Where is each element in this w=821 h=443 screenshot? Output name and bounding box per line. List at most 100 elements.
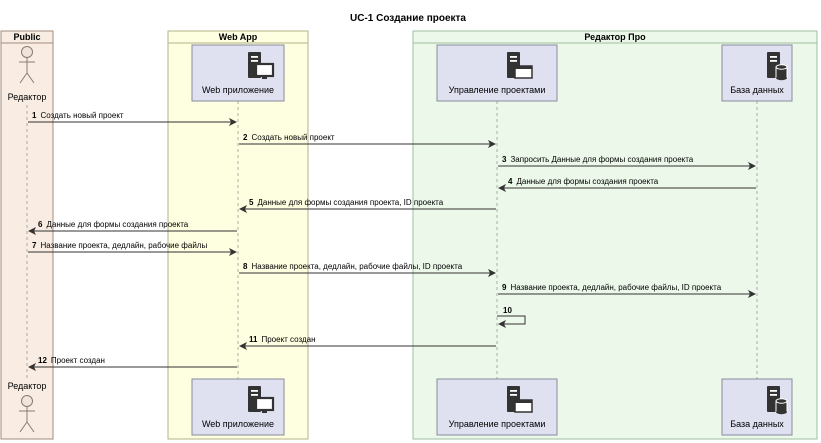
server-slot bbox=[770, 390, 777, 392]
server-monitor-icon bbox=[248, 52, 275, 79]
message-label: Проект создан bbox=[51, 356, 105, 365]
message-label: Данные для формы создания проекта bbox=[46, 220, 188, 229]
lane-editor-title: Редактор Про bbox=[584, 32, 646, 42]
server-slot bbox=[510, 56, 517, 58]
server-slot bbox=[510, 394, 517, 396]
message-number: 5 bbox=[249, 198, 254, 207]
db-top bbox=[775, 398, 788, 404]
actor-label: Редактор bbox=[8, 381, 47, 391]
participant-pm-bottom: Управление проектами bbox=[436, 378, 558, 436]
message-number: 4 bbox=[508, 177, 513, 186]
server-window-icon bbox=[507, 386, 533, 413]
participant-db-bottom: База данных bbox=[721, 378, 793, 436]
message-label: Проект создан bbox=[261, 335, 315, 344]
message-number: 2 bbox=[243, 133, 248, 142]
message-number: 11 bbox=[249, 335, 258, 344]
message-12: 12 Проект создан bbox=[28, 356, 237, 371]
message-label: Название проекта, дедлайн, рабочие файлы… bbox=[251, 262, 462, 271]
server-slot bbox=[251, 56, 258, 58]
monitor-screen bbox=[254, 62, 275, 78]
server-monitor-icon bbox=[248, 386, 275, 413]
server-slot bbox=[770, 56, 777, 58]
actor-head bbox=[21, 395, 33, 407]
message-text: 12 Проект создан bbox=[38, 356, 105, 365]
diagram-title: UC-1 Создание проекта bbox=[350, 13, 466, 24]
lane-public-title: Public bbox=[13, 32, 40, 42]
actor-leg bbox=[26, 421, 35, 433]
window-titlebar bbox=[515, 66, 532, 69]
participant-actor-bottom: Редактор bbox=[8, 381, 47, 433]
message-label: Данные для формы создания проекта, ID пр… bbox=[257, 198, 443, 207]
actor-leg bbox=[26, 72, 35, 84]
message-10: 10 bbox=[497, 306, 526, 328]
participant-webapp-top: Web приложение bbox=[191, 44, 285, 102]
participant-label: Web приложение bbox=[202, 419, 274, 429]
participant-label: База данных bbox=[730, 419, 784, 429]
participant-box bbox=[436, 378, 558, 436]
actor-label: Редактор bbox=[8, 92, 47, 102]
server-db-icon bbox=[767, 386, 788, 415]
message-label: Название проекта, дедлайн, рабочие файлы bbox=[40, 241, 207, 250]
window-titlebar bbox=[515, 400, 532, 403]
message-number: 10 bbox=[503, 306, 512, 315]
server-window-icon bbox=[507, 52, 533, 79]
db-bottom bbox=[776, 409, 787, 415]
lane-web-title: Web App bbox=[219, 32, 258, 42]
message-number: 6 bbox=[38, 220, 43, 229]
server-slot bbox=[251, 60, 258, 62]
participant-label: Управление проектами bbox=[449, 85, 546, 95]
participant-webapp-bottom: Web приложение bbox=[191, 378, 285, 436]
message-number: 12 bbox=[38, 356, 47, 365]
participant-pm-top: Управление проектами bbox=[436, 44, 558, 102]
server-slot bbox=[770, 60, 777, 62]
message-number: 7 bbox=[32, 241, 37, 250]
server-slot bbox=[770, 394, 777, 396]
actor-icon bbox=[19, 395, 35, 433]
message-label: Создать новый проект bbox=[40, 111, 123, 120]
actor-leg bbox=[19, 72, 28, 84]
participant-label: Управление проектами bbox=[449, 419, 546, 429]
swimlanes: Public Web App Редактор Про bbox=[0, 30, 818, 440]
monitor-stand bbox=[262, 410, 267, 413]
message-arrow bbox=[497, 315, 526, 328]
server-db-icon bbox=[767, 52, 788, 81]
actor-leg bbox=[19, 421, 28, 433]
lifelines bbox=[26, 101, 758, 379]
server-slot bbox=[510, 60, 517, 62]
actor-icon bbox=[19, 46, 35, 84]
monitor-screen bbox=[254, 396, 275, 412]
server-slot bbox=[510, 390, 517, 392]
message-number: 8 bbox=[243, 262, 248, 271]
participant-actor-top: Редактор bbox=[8, 46, 47, 102]
message-label: Данные для формы создания проекта bbox=[516, 177, 658, 186]
participant-db-top: База данных bbox=[721, 44, 793, 102]
db-bottom bbox=[776, 75, 787, 81]
participant-box bbox=[436, 44, 558, 102]
message-label: Запросить Данные для формы создания прое… bbox=[510, 155, 693, 164]
message-number: 9 bbox=[502, 283, 507, 292]
server-slot bbox=[251, 394, 258, 396]
message-number: 3 bbox=[502, 155, 507, 164]
